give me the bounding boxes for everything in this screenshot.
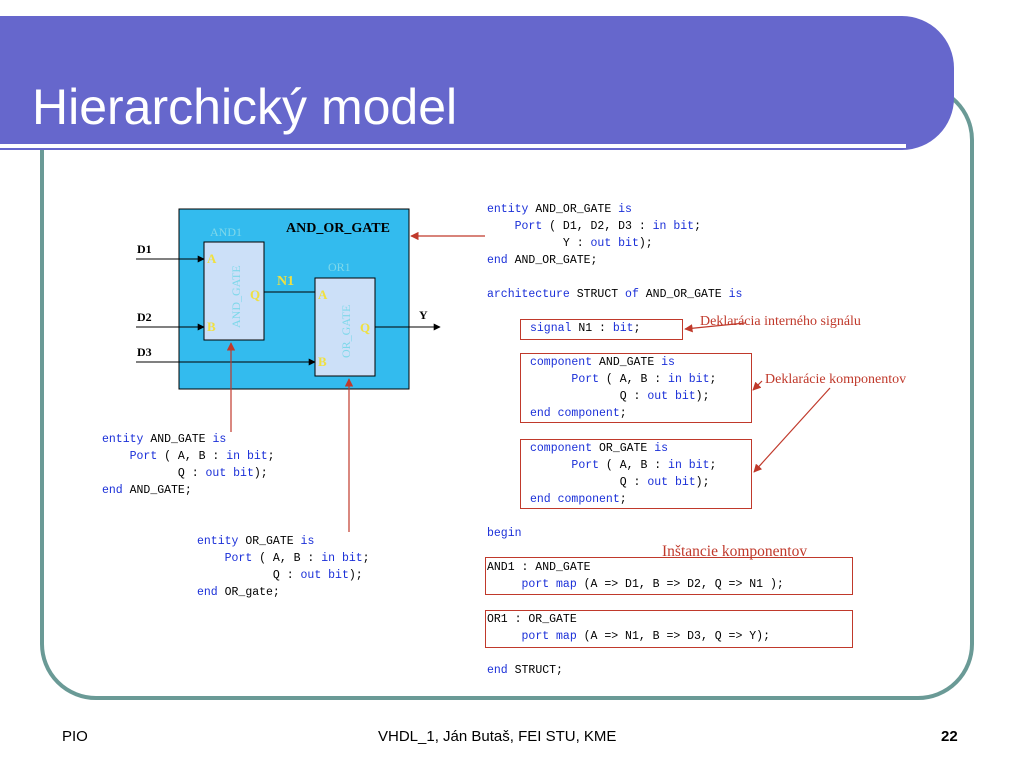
and1-instance-box xyxy=(485,557,853,595)
code-and1-instance: AND1 : AND_GATE port map (A => D1, B => … xyxy=(487,561,784,591)
page-number: 22 xyxy=(941,728,958,745)
signal-n1-label: N1 xyxy=(277,274,294,289)
code-and-component: component AND_GATE is Port ( A, B : in b… xyxy=(530,356,717,420)
footer-left: PIO xyxy=(62,728,88,745)
or-gate-pin-a: A xyxy=(318,287,328,302)
and-or-gate-label: AND_OR_GATE xyxy=(286,221,390,236)
or-gate-pin-q: Q xyxy=(360,320,370,335)
output-y-label: Y xyxy=(419,308,428,322)
title-bar: Hierarchický model xyxy=(0,16,954,150)
or-gate-instance: OR1 xyxy=(328,260,351,274)
code-end: end STRUCT; xyxy=(487,664,563,677)
input-d2-label: D2 xyxy=(137,310,152,324)
title-underline xyxy=(0,144,906,148)
or1-instance-box xyxy=(485,610,853,648)
or-component-box xyxy=(520,439,752,509)
and-component-box xyxy=(520,353,752,423)
and-gate-block xyxy=(203,241,265,341)
or-gate-pin-b: B xyxy=(318,354,327,369)
and-gate-pin-q: Q xyxy=(250,287,260,302)
and-gate-pin-a: A xyxy=(207,251,217,266)
footer-center: VHDL_1, Ján Butaš, FEI STU, KME xyxy=(378,728,617,745)
input-d3-label: D3 xyxy=(137,345,152,359)
signal-decl-box xyxy=(520,319,683,340)
input-d1-label: D1 xyxy=(137,242,152,256)
or-gate-name: OR_GATE xyxy=(339,305,353,358)
code-or-component: component OR_GATE is Port ( A, B : in bi… xyxy=(530,442,717,506)
arrow-components-annotation-1 xyxy=(752,380,763,391)
code-and-gate-entity: entity AND_GATE is Port ( A, B : in bit;… xyxy=(102,433,275,497)
arrow-signal-annotation xyxy=(684,322,746,333)
arrow-components-annotation-2 xyxy=(753,387,831,473)
code-and-or-entity: entity AND_OR_GATE is Port ( D1, D2, D3 … xyxy=(487,203,701,267)
slide-title: Hierarchický model xyxy=(32,79,458,135)
and-gate-pin-b: B xyxy=(207,319,216,334)
annotation-components: Deklarácie komponentov xyxy=(765,372,907,387)
and-gate-name: AND_GATE xyxy=(229,265,243,328)
code-begin: begin xyxy=(487,527,522,540)
code-architecture: architecture STRUCT of AND_OR_GATE is xyxy=(487,288,743,301)
annotation-instances: Inštancie komponentov xyxy=(662,543,808,560)
content-frame xyxy=(40,84,974,700)
code-signal-decl: signal N1 : bit; xyxy=(530,322,641,335)
and-gate-instance: AND1 xyxy=(210,225,242,239)
code-or-gate-entity: entity OR_GATE is Port ( A, B : in bit; … xyxy=(197,535,370,599)
code-or1-instance: OR1 : OR_GATE port map (A => N1, B => D3… xyxy=(487,613,770,643)
annotation-signal: Deklarácia interného signálu xyxy=(700,314,861,329)
